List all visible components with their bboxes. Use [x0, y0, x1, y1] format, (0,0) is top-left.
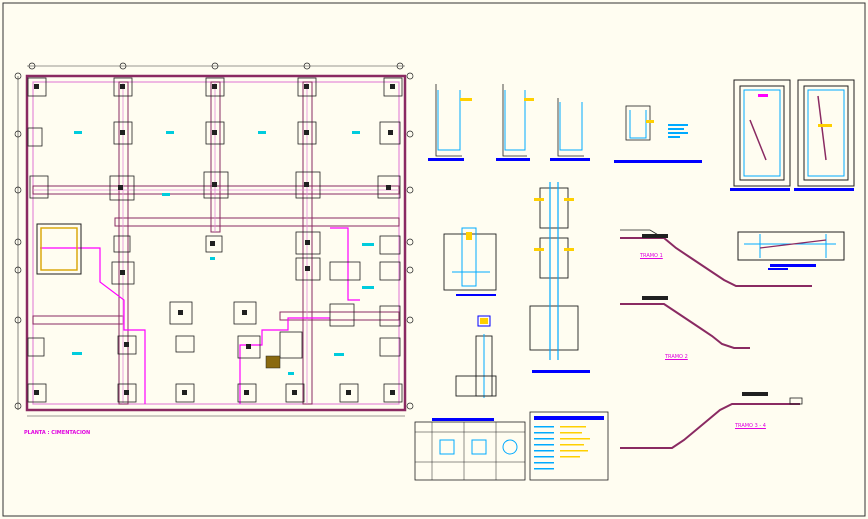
stair-sections [620, 229, 812, 449]
stair-label-tramo3-4: TRAMO 3 - 4 [735, 423, 766, 429]
specifications-table [529, 411, 609, 481]
foundation-plan [17, 65, 407, 417]
stair-label-tramo1: TRAMO 1 [640, 253, 663, 259]
cistern-section [737, 231, 845, 267]
cistern-elevations [733, 79, 855, 187]
column-schedule-table [414, 418, 526, 481]
stair-label-tramo2: TRAMO 2 [665, 354, 688, 360]
wall-section-details [437, 90, 647, 151]
column-footings [27, 77, 403, 403]
footing-details [443, 182, 590, 398]
section-baselines [428, 158, 702, 163]
grid-axis-bubbles [14, 62, 414, 410]
columns [34, 84, 395, 395]
perimeter-foundation [25, 74, 407, 412]
plan-title: PLANTA : CIMENTACION [24, 430, 91, 436]
room-tags [72, 131, 374, 375]
cistern [36, 223, 82, 275]
